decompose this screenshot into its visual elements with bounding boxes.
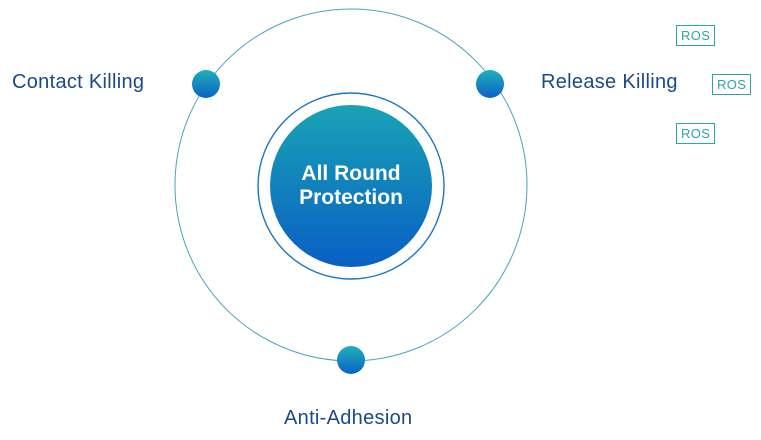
label-anti-adhesion: Anti-Adhesion: [284, 407, 413, 429]
ros-badge-3: ROS: [676, 123, 716, 144]
center-label-line1: All Round: [301, 162, 401, 185]
center-label-line2: Protection: [299, 186, 403, 209]
node-dot-contact: [192, 70, 220, 98]
center-label: All Round Protection: [270, 105, 432, 267]
node-dot-adhesion: [337, 346, 365, 374]
label-contact-killing: Contact Killing: [12, 71, 145, 93]
ros-badge-1: ROS: [676, 25, 716, 46]
node-dot-release: [476, 70, 504, 98]
center-disc: [270, 105, 432, 267]
label-release-killing: Release Killing: [541, 71, 678, 93]
ros-badge-2: ROS: [712, 74, 752, 95]
